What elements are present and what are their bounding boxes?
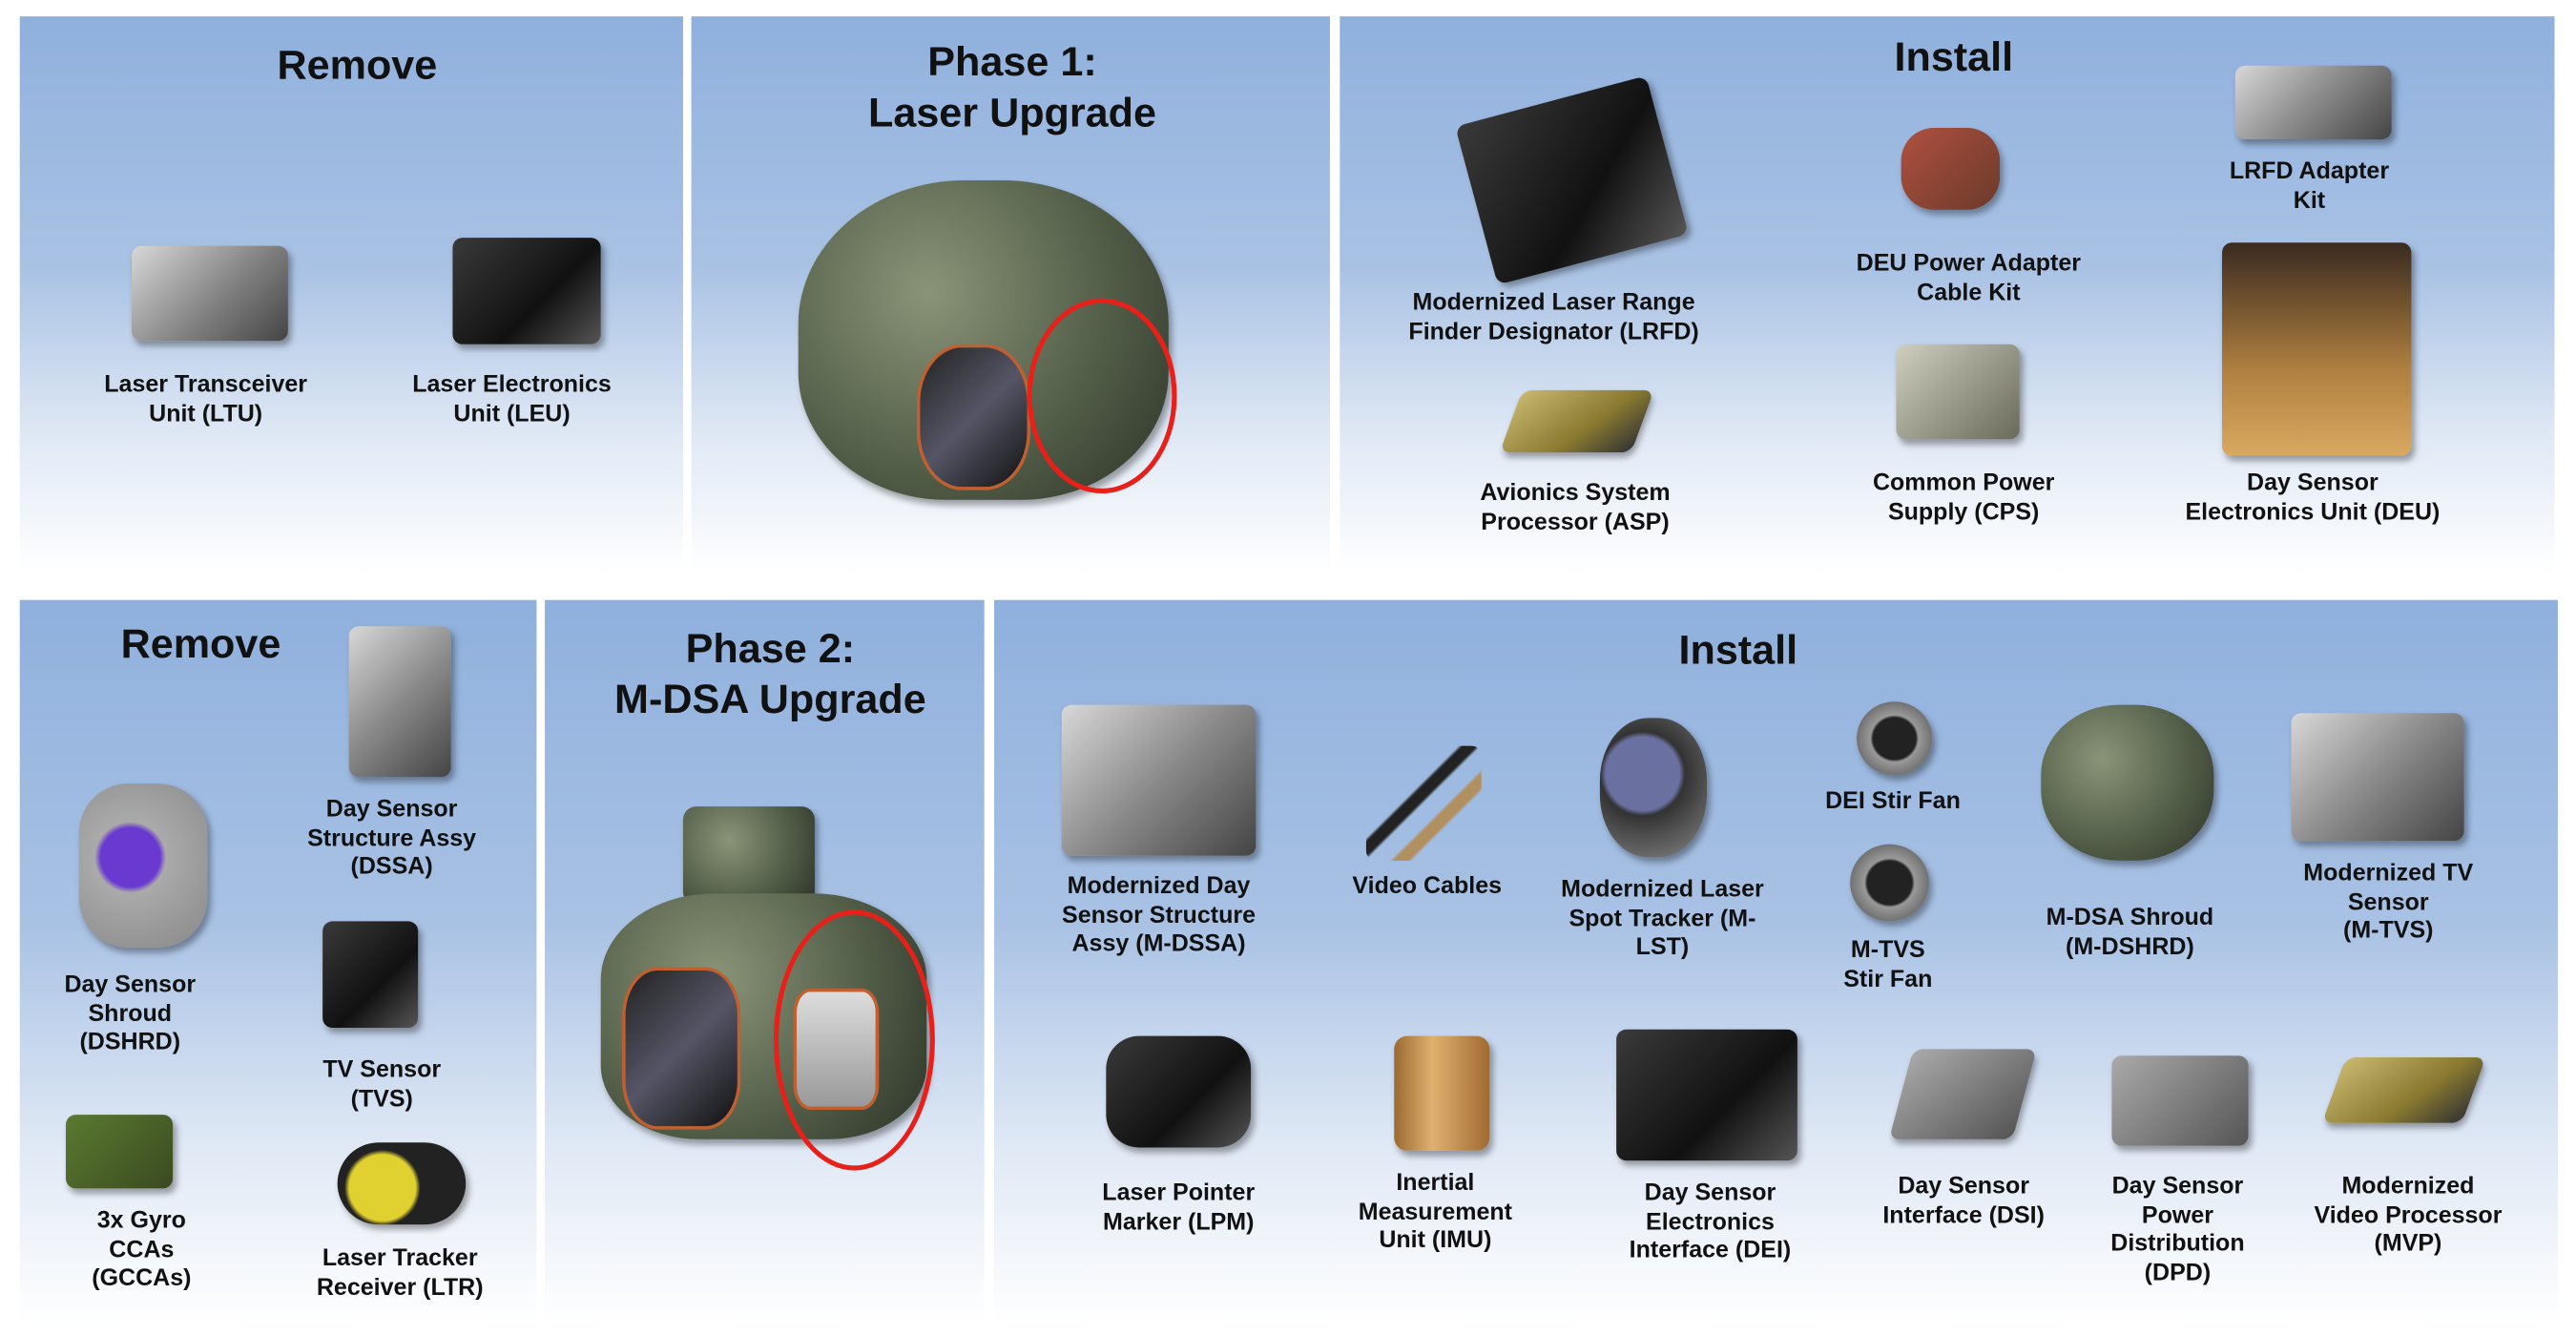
lpm-image xyxy=(1106,1035,1252,1148)
video-cables-label: Video Cables xyxy=(1352,873,1503,901)
cps-image xyxy=(1896,344,2020,440)
install-heading-2: Install xyxy=(1678,627,1798,675)
highlight-ring-2 xyxy=(773,909,935,1171)
mvp-label: Modernized Video Processor (MVP) xyxy=(2314,1173,2503,1258)
asp-label: Avionics System Processor (ASP) xyxy=(1480,480,1671,535)
m-lst-image xyxy=(1599,718,1708,858)
m-dshrd-label: M-DSA Shroud (M-DSHRD) xyxy=(2046,905,2214,960)
ltu-label: Laser Transceiver Unit (LTU) xyxy=(104,371,308,428)
turret-top-image xyxy=(682,806,815,906)
dei-stir-fan-image xyxy=(1857,701,1933,776)
m-dshrd-image xyxy=(2041,704,2214,861)
m-tvs-label: Modernized TV Sensor (M-TVS) xyxy=(2303,860,2474,945)
remove-heading-2: Remove xyxy=(120,621,281,668)
lrfd-adapter-kit-label: LRFD Adapter Kit xyxy=(2229,158,2390,215)
m-lst-label: Modernized Laser Spot Tracker (M- LST) xyxy=(1561,877,1764,961)
gccas-label: 3x Gyro CCAs (GCCAs) xyxy=(92,1208,192,1292)
turret-window-icon-2 xyxy=(622,967,741,1130)
lrfd-label: Modernized Laser Range Finder Designator… xyxy=(1408,290,1699,345)
phase1-title: Phase 1:Laser Upgrade xyxy=(867,39,1157,136)
asp-image xyxy=(1499,389,1654,453)
cps-label: Common Power Supply (CPS) xyxy=(1872,470,2055,526)
deu-cable-kit-label: DEU Power Adapter Cable Kit xyxy=(1856,250,2082,306)
m-tvs-stir-fan-label: M-TVS Stir Fan xyxy=(1843,937,1933,993)
dshrd-label: Day Sensor Shroud (DSHRD) xyxy=(64,971,197,1056)
tvs-label: TV Sensor (TVS) xyxy=(322,1056,442,1113)
deu-cable-kit-image xyxy=(1901,127,2001,210)
ltr-label: Laser Tracker Receiver (LTR) xyxy=(316,1245,484,1302)
lrfd-adapter-kit-image xyxy=(2234,65,2392,140)
video-cables-image xyxy=(1365,745,1482,861)
dpd-image xyxy=(2111,1055,2249,1146)
dei-label: Day Sensor Electronics Interface (DEI) xyxy=(1629,1179,1792,1264)
mvp-image xyxy=(2321,1056,2486,1123)
deu-image xyxy=(2222,242,2412,456)
dssa-label: Day Sensor Structure Assy (DSSA) xyxy=(307,796,477,881)
dei-stir-fan-label: DEI Stir Fan xyxy=(1825,788,1961,815)
remove-heading: Remove xyxy=(277,42,438,89)
gccas-image xyxy=(66,1115,174,1189)
m-dssa-label: Modernized Day Sensor Structure Assy (M-… xyxy=(1062,873,1257,958)
phase2-title: Phase 2:M-DSA Upgrade xyxy=(614,626,926,723)
highlight-ring xyxy=(1027,298,1177,494)
leu-label: Laser Electronics Unit (LEU) xyxy=(412,371,612,428)
dssa-image xyxy=(348,626,451,778)
dpd-label: Day Sensor Power Distribution (DPD) xyxy=(2110,1173,2245,1286)
imu-label: Inertial Measurement Unit (IMU) xyxy=(1358,1170,1513,1255)
dsi-label: Day Sensor Interface (DSI) xyxy=(1882,1173,2045,1229)
leu-image xyxy=(452,238,601,344)
dsi-image xyxy=(1888,1049,2037,1139)
m-dssa-image xyxy=(1061,704,1257,856)
turret-window-icon xyxy=(916,344,1030,491)
m-tvs-image xyxy=(2291,713,2464,842)
m-tvs-stir-fan-image xyxy=(1850,844,1929,922)
ltu-image xyxy=(132,245,288,342)
install-heading: Install xyxy=(1894,34,2014,81)
deu-label: Day Sensor Electronics Unit (DEU) xyxy=(2185,470,2441,526)
dei-image xyxy=(1616,1029,1797,1161)
imu-image xyxy=(1394,1035,1490,1151)
tvs-image xyxy=(322,921,419,1029)
lpm-label: Laser Pointer Marker (LPM) xyxy=(1102,1179,1256,1236)
ltr-image xyxy=(337,1142,467,1225)
dshrd-image xyxy=(78,783,208,948)
